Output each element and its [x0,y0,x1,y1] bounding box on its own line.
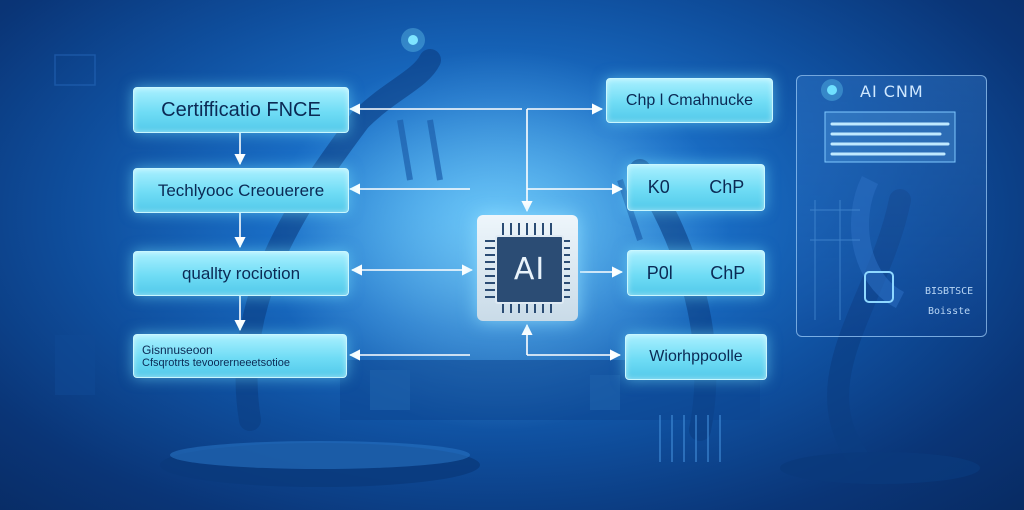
box-certification: Certifficatio FNCE [133,87,349,133]
box-certification-label: Certifficatio FNCE [161,98,321,121]
box-chp-cmahnucke-label: Chp l Cmahnucke [625,91,754,109]
box-gisnnuseoon-line1: Gisnnuseoon [142,343,213,357]
ai-cnm-text-1: BISBTSCE [925,286,974,297]
box-k0-label: K0 [647,177,670,197]
box-p0l-label: P0l [646,262,673,283]
box-chp-cmahnucke: Chp l Cmahnucke [606,78,773,123]
chip-core: AI [495,235,564,304]
box-gisnnuseoon: Gisnnuseoon Cfsqrotrts tevoorerneeetsoti… [133,334,347,378]
box-p0l-chp: P0l ChP [627,250,765,296]
box-technology-creouerere: Techlyooc Creouerere [133,168,349,213]
ai-cnm-panel [796,75,987,337]
ai-cnm-title: AI CNM [860,82,924,101]
ai-cnm-text-2: Boisste [928,306,971,317]
ai-chip: AI [477,215,578,321]
box-wiorhppoolle: Wiorhppoolle [625,334,767,380]
box-quality-rociotion: quallty rociotion [133,251,349,296]
box-technology-label: Techlyooc Creouerere [157,180,325,200]
box-wiorhppoolle-label: Wiorhppoolle [649,348,743,365]
box-gisnnuseoon-line2: Cfsqrotrts tevoorerneeetsotioe [142,357,290,369]
box-p0l-chp-label: ChP [710,262,746,283]
box-k0-chp: K0 ChP [627,164,765,211]
box-k0-chp-label: ChP [709,177,745,197]
box-quality-label: quallty rociotion [181,263,301,283]
chip-label: AI [513,252,546,287]
